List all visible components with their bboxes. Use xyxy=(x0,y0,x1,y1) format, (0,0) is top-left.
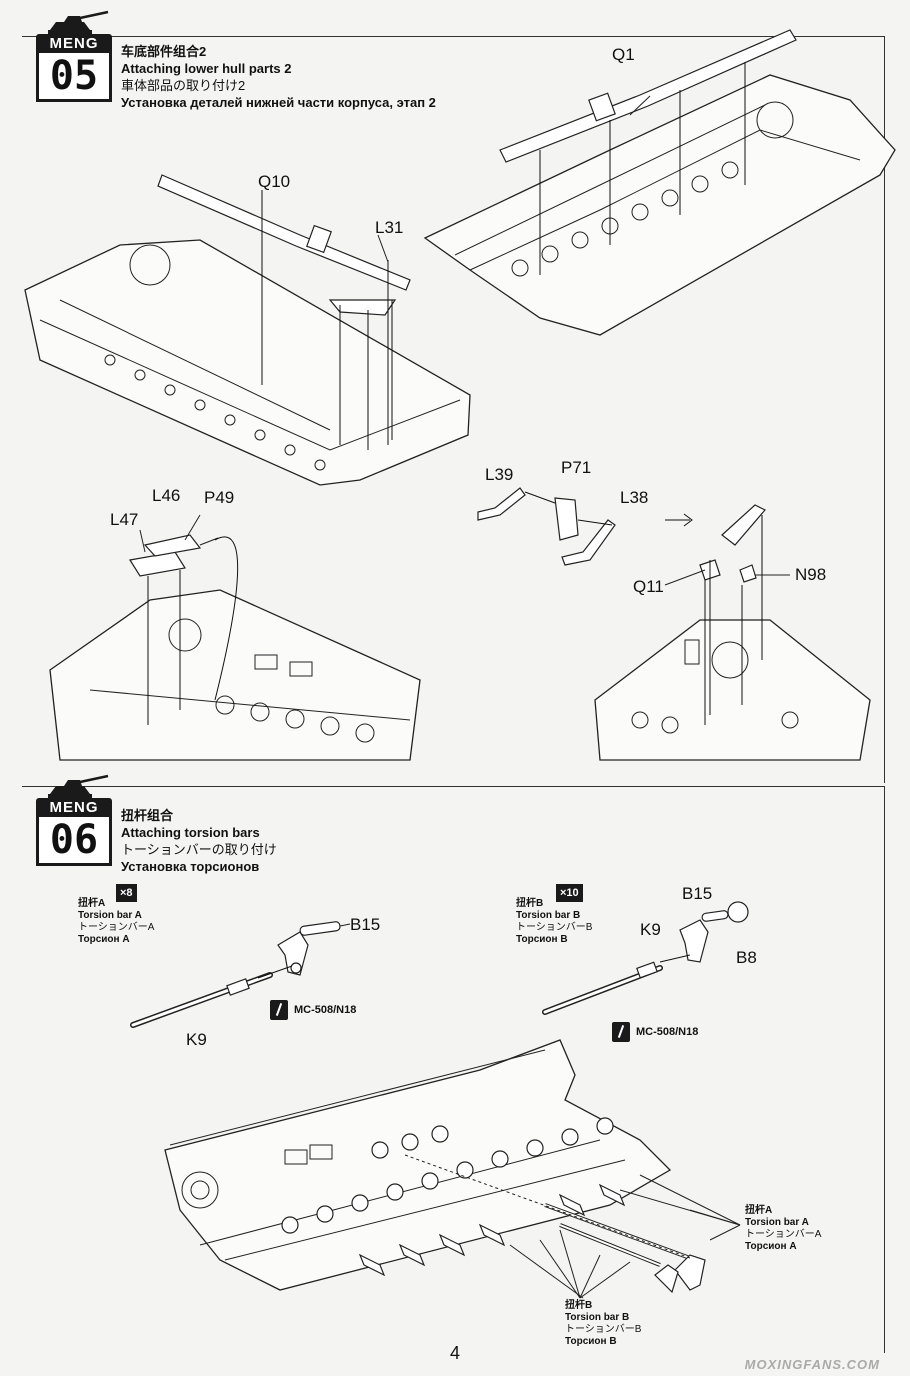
part-label-l38: L38 xyxy=(620,488,649,507)
watermark: MOXINGFANS.COM xyxy=(744,1357,880,1372)
title-zh: 扭杆组合 xyxy=(121,808,174,823)
part-label-k9-b: K9 xyxy=(640,920,661,939)
title-en: Attaching lower hull parts 2 xyxy=(121,61,292,76)
brush-icon xyxy=(612,1022,630,1042)
title-zh: 车底部件组合2 xyxy=(121,44,207,59)
step-06-badge: MENG 06 xyxy=(36,798,112,866)
step-05-frame xyxy=(22,36,885,783)
title-en: Attaching torsion bars xyxy=(121,825,260,840)
brand-logo: MENG xyxy=(36,34,112,53)
step-06-heading: 扭杆组合 Attaching torsion bars トーションバーの取り付け… xyxy=(121,807,277,875)
step-06-frame xyxy=(22,786,885,1353)
brush-icon xyxy=(270,1000,288,1020)
part-label-q1: Q1 xyxy=(612,45,635,64)
step-number: 06 xyxy=(36,817,112,866)
part-label-l31: L31 xyxy=(375,218,404,237)
title-ru: Установка деталей нижней части корпуса, … xyxy=(121,95,436,110)
torsion-b-callout: 扭杆B Torsion bar B トーションバーB Торсион B xyxy=(565,1300,642,1347)
part-label-b15-b: B15 xyxy=(682,884,713,903)
step-number: 05 xyxy=(36,53,112,102)
part-label-n98: N98 xyxy=(795,565,827,584)
part-label-p49: P49 xyxy=(204,488,235,507)
torsion-a-callout: 扭杆A Torsion bar A トーションバーA Торсион A xyxy=(745,1205,822,1252)
step-05-badge: MENG 05 xyxy=(36,34,112,102)
torsion-b-quantity: ×10 xyxy=(556,884,583,902)
part-label-b15-a: B15 xyxy=(350,915,381,934)
tank-icon xyxy=(48,10,109,35)
part-label-q11: Q11 xyxy=(633,577,664,596)
title-ru: Установка торсионов xyxy=(121,859,260,874)
paint-callout-a: MC-508/N18 xyxy=(270,1000,356,1020)
part-label-k9-a: K9 xyxy=(186,1030,207,1049)
page-number: 4 xyxy=(450,1343,461,1363)
tank-icon xyxy=(48,774,109,799)
part-label-l47: L47 xyxy=(110,510,139,529)
title-ja: トーションバーの取り付け xyxy=(121,842,277,857)
torsion-a-quantity: ×8 xyxy=(116,884,137,902)
part-label-b8: B8 xyxy=(736,948,757,967)
part-label-l39: L39 xyxy=(485,465,514,484)
part-label-q10: Q10 xyxy=(258,172,291,191)
step-05-illustration xyxy=(24,29,896,761)
paint-callout-b: MC-508/N18 xyxy=(612,1022,698,1042)
brand-logo: MENG xyxy=(36,798,112,817)
step-05-heading: 车底部件组合2 Attaching lower hull parts 2 車体部… xyxy=(121,43,436,111)
part-label-p71: P71 xyxy=(561,458,592,477)
torsion-a-legend: 扭杆A Torsion bar A トーションバーA Торсион A xyxy=(78,898,155,945)
part-label-l46: L46 xyxy=(152,486,181,505)
title-ja: 車体部品の取り付け2 xyxy=(121,78,246,93)
torsion-b-legend: 扭杆B Torsion bar B トーションバーB Торсион B xyxy=(516,898,593,945)
